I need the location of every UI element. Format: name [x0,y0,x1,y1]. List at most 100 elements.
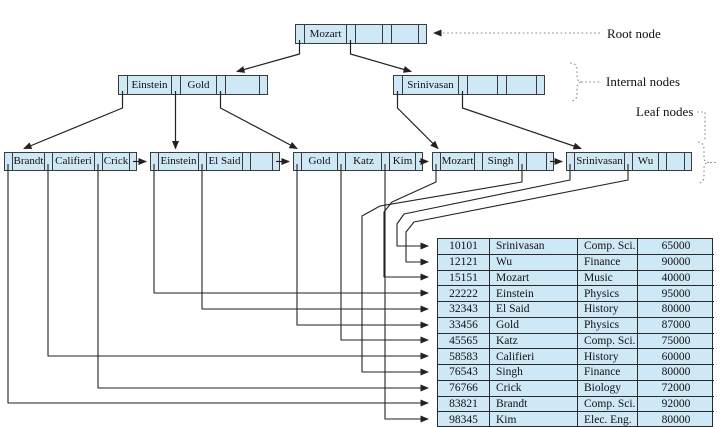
key-cell: Wu [633,153,659,170]
pointer-cell [296,25,305,43]
internal-node-2: Srinivasan [393,75,545,95]
leaf-node-2: Einstein El Said [150,152,280,171]
key-cell: Singh [483,153,519,170]
table-cell: Brandt [490,396,578,413]
table-cell: 80000 [661,414,691,427]
table-cell: History [578,302,638,318]
pointer-line-gold-33456 [296,164,429,329]
internal-node-1: Einstein Gold [118,75,268,95]
table-cell: 76543 [438,365,490,381]
pointer-cell [5,153,13,170]
internal-nodes-label: Internal nodes [606,74,681,89]
arrow-root-to-internal-1 [236,40,301,73]
table-cell: Comp. Sci. [578,239,638,255]
key-cell [251,153,273,170]
dotted-brace-leaf-nodes [697,141,710,184]
pointer-cell [217,76,226,94]
pointer-cell [243,153,251,170]
table-cell: Singh [490,365,578,381]
pointer-cell [416,153,422,170]
pointer-cell [475,153,483,170]
table-cell: 98345 [438,412,490,427]
table-cell: Music [578,270,638,287]
table-cell: 90000 [638,255,714,271]
table-cell: 76766 [438,380,490,397]
key-cell [392,25,419,43]
pointer-cell [459,76,468,94]
key-cell [667,153,685,170]
key-cell: Califieri [53,153,95,170]
pointer-cell [273,153,279,170]
pointer-line-mozart-15151 [383,164,437,281]
table-cell: 22222 [438,286,490,302]
table-cell: Mozart [490,270,578,287]
pointer-cell [172,76,181,94]
key-cell [356,25,383,43]
table-cell: 83821 [438,396,490,413]
table-cell: 72000 [638,381,714,397]
pointer-cell [659,153,667,170]
key-cell [527,153,547,170]
arrow-internal2-to-leaf5 [461,91,582,150]
key-cell: Mozart [305,25,347,43]
key-cell: El Said [207,153,243,170]
key-cell [226,76,260,94]
table-cell: Elec. Eng. [578,412,638,427]
table-cell: 32343 [438,302,490,318]
pointer-line-srinivasan-10101 [396,164,571,250]
table-cell: 15151 [438,270,490,287]
table-cell: 87000 [638,318,714,334]
pointer-cell [433,153,441,170]
table-cell: History [578,349,638,365]
pointer-line-califieri-58583 [47,164,429,360]
leaf-node-3: Gold Katz Kim [293,152,423,171]
pointer-cell [130,153,136,170]
table-cell: 65000 [638,239,714,255]
pointer-cell [294,153,302,170]
key-cell: Srinivasan [403,76,459,94]
pointer-line-kim-98345 [384,164,429,423]
pointer-line-elsaid-32343 [201,164,429,313]
pointer-cell [394,76,403,94]
pointer-line-brandt-83821 [7,164,429,407]
table-cell: Srinivasan [490,239,578,255]
pointer-cell [119,76,128,94]
pointer-cell [625,153,633,170]
key-cell: Crick [103,153,130,170]
table-cell: Gold [490,317,578,334]
dotted-elbow-leaf-nodes [697,111,706,140]
table-cell: Wu [490,254,578,271]
arrow-internal1-to-leaf1 [23,91,124,150]
table-cell: 92000 [638,397,714,413]
root-node-label: Root node [607,26,661,41]
key-cell: Kim [390,153,416,170]
root-node: Mozart [295,24,427,44]
key-cell [468,76,498,94]
pointer-cell [383,25,392,43]
table-cell: 75000 [638,334,714,350]
pointer-cell [382,153,390,170]
key-cell: Brandt [13,153,45,170]
key-cell: Gold [181,76,217,94]
arrow-internal1-to-leaf3 [219,91,298,150]
arrow-internal2-to-leaf4 [396,91,439,150]
table-cell: 80000 [638,365,714,381]
pointer-cell [347,25,356,43]
table-cell: Comp. Sci. [578,396,638,413]
table-cell: 10101 [438,239,490,255]
table-cell: Physics [578,317,638,334]
table-cell: 60000 [638,349,714,365]
pointer-cell [419,25,426,43]
table-cell: Crick [490,380,578,397]
pointer-cell [537,76,544,94]
pointer-cell [547,153,553,170]
key-cell: Gold [302,153,338,170]
pointer-cell [567,153,575,170]
pointer-cell [260,76,267,94]
pointer-line-einstein-22222 [153,164,429,297]
table-cell: 58583 [438,349,490,365]
table-cell: Physics [578,286,638,302]
table-cell: Biology [578,380,638,397]
leaf-node-1: Brandt Califieri Crick [4,152,137,171]
